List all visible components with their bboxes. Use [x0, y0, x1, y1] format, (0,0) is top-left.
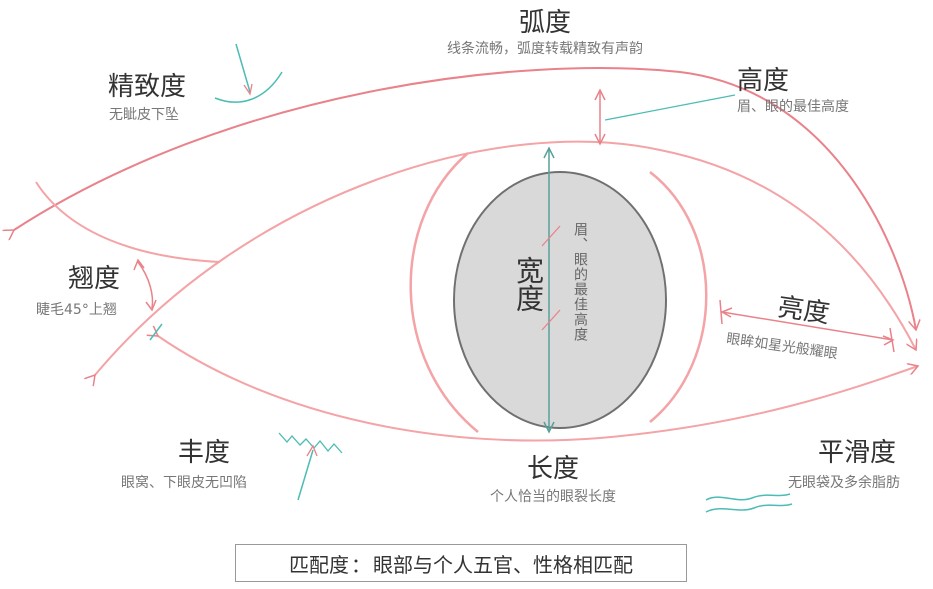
label-changdu-title: 长度	[526, 454, 580, 484]
footer-text: 眼部与个人五官、性格相匹配	[373, 552, 633, 577]
label-hudu-title: 弧度	[518, 8, 572, 38]
footer-matching-box: 匹配度 ： 眼部与个人五官、性格相匹配	[235, 544, 687, 582]
label-pinghua-title: 平滑度	[818, 438, 897, 468]
pupil-ellipse	[453, 171, 667, 429]
pupil-tick-bottom	[541, 309, 561, 331]
lower-lid-arc	[158, 336, 918, 442]
label-liangdu-title: 亮度	[775, 292, 832, 330]
label-gaodu-title: 高度	[737, 66, 790, 96]
label-changdu-sub: 个人恰当的眼裂长度	[490, 489, 616, 505]
footer-separator: ：	[351, 552, 371, 577]
smooth-wave-bottom	[705, 503, 793, 513]
iris-right-arc	[649, 171, 708, 423]
refine-pointer	[235, 43, 251, 93]
label-pinghua-sub: 无眼袋及多余脂肪	[788, 475, 900, 491]
upper-lid-inner-arc	[95, 140, 916, 375]
label-qiaodu-title: 翘度	[68, 264, 121, 294]
smooth-wave-top	[705, 493, 791, 501]
footer-title: 匹配度	[289, 552, 349, 577]
height-pointer	[604, 94, 736, 121]
pupil-tick-top	[541, 225, 561, 247]
label-jingzhi-title: 精致度	[108, 72, 187, 102]
label-jingzhi-sub: 无眦皮下坠	[109, 107, 179, 123]
label-kuandu-sub: 眉、眼的最佳高度	[572, 222, 588, 342]
refine-curve	[214, 71, 283, 103]
label-hudu-sub: 线条流畅，弧度转载精致有声韵	[447, 41, 643, 57]
upturn-angle-arc	[137, 261, 154, 309]
iris-left-arc	[409, 152, 479, 433]
upper-lid-outer-arc	[14, 67, 916, 330]
label-gaodu-sub: 眉、眼的最佳高度	[737, 99, 849, 115]
label-fengdu-sub: 眼窝、下眼皮无凹陷	[121, 475, 247, 491]
lash-curve	[35, 181, 221, 263]
brightness-arrow	[721, 311, 894, 341]
label-qiaodu-sub: 睫毛45°上翘	[36, 302, 117, 318]
fullness-pointer	[297, 449, 314, 501]
label-kuandu-title: 宽度	[512, 256, 545, 312]
fullness-zigzag	[278, 432, 343, 454]
label-fengdu-title: 丰度	[178, 438, 231, 468]
